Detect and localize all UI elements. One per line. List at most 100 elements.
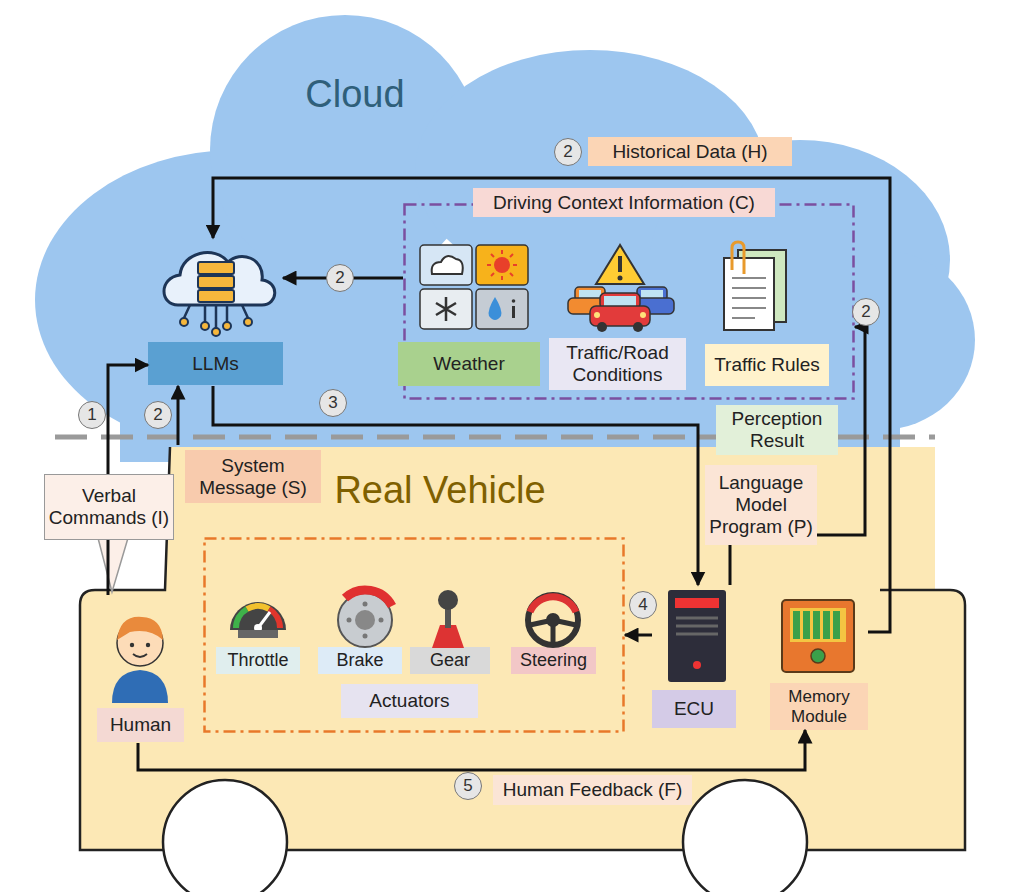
traffic-icon — [590, 306, 650, 326]
connector-arrow — [730, 327, 865, 585]
llm-server-icon — [164, 253, 275, 305]
cloud-shape — [120, 250, 900, 462]
throttle-gauge-icon — [236, 609, 247, 628]
ecu-computer-icon — [675, 598, 719, 608]
weather-icon — [420, 289, 472, 329]
weather-icon — [420, 245, 528, 329]
throttle-gauge-icon — [247, 606, 269, 609]
steering-wheel-icon — [546, 613, 560, 627]
llm-server-icon — [212, 328, 220, 336]
traffic-icon — [630, 298, 674, 314]
llm-server-icon — [223, 322, 231, 330]
gear-stick-icon — [445, 603, 451, 628]
human-icon — [112, 670, 168, 703]
human-icon — [117, 617, 163, 640]
ecu-computer-icon — [668, 590, 726, 682]
steering-wheel-icon — [530, 620, 576, 645]
gear-stick-icon — [432, 625, 464, 648]
node-label: Throttle — [216, 647, 300, 674]
edge-label: System Message (S) — [185, 450, 321, 503]
memory-module-icon — [833, 611, 840, 639]
memory-module-icon — [813, 611, 820, 639]
gear-stick-icon — [432, 590, 464, 648]
node-label: Real Vehicle — [310, 466, 570, 516]
node-label: Actuators — [341, 684, 478, 718]
edge-label: Language Model Program (P) — [705, 465, 817, 545]
node-label: Steering — [511, 647, 596, 674]
weather-icon — [432, 256, 463, 274]
node-label: Memory Module — [770, 683, 868, 730]
vehicle-wheel — [163, 780, 287, 892]
steering-node: Steering — [511, 592, 596, 674]
human-icon — [133, 654, 147, 657]
connector-arrow — [138, 730, 805, 770]
ecu-computer-icon — [668, 590, 726, 682]
node-label: Human — [97, 708, 184, 742]
node-label: Traffic Rules — [705, 344, 829, 386]
throttle-gauge-icon — [258, 612, 270, 628]
traffic-icon — [594, 312, 600, 318]
node-label: Cloud — [290, 70, 420, 120]
brake-disc-icon — [338, 590, 392, 647]
throttle-node: Throttle — [216, 592, 300, 674]
edge-label: Perception Result — [716, 405, 838, 455]
human-icon — [146, 643, 150, 647]
steering-wheel-icon — [528, 595, 578, 645]
traffic-icon — [641, 290, 663, 298]
llm-server-icon — [198, 276, 234, 288]
gear-node: Gear — [410, 590, 490, 674]
connector-arrow — [625, 634, 652, 637]
traffic-rules-icon — [732, 242, 744, 274]
traffic-icon — [640, 312, 646, 318]
edge-label: Human Feedback (F) — [493, 775, 692, 805]
actuator-group: ActuatorsThrottleBrakeGearSteering — [203, 537, 625, 733]
brake-disc-icon — [338, 593, 392, 647]
steering-wheel-icon — [528, 595, 578, 645]
speech-bubble-tail — [98, 538, 128, 592]
callout-number: 2 — [554, 138, 582, 166]
traffic-icon — [604, 296, 636, 306]
human-icon — [117, 620, 163, 666]
traffic-node: Traffic/Road Conditions — [549, 238, 686, 390]
weather-icon — [476, 289, 528, 329]
callout-number: 4 — [629, 591, 657, 619]
memory-module-icon — [782, 600, 854, 672]
callout-number: 5 — [454, 772, 482, 800]
memory-module-icon — [782, 600, 854, 672]
brake-disc-icon — [363, 634, 368, 639]
steering-wheel-icon — [530, 597, 576, 612]
connector-arrow — [213, 178, 890, 632]
traffic-icon — [568, 245, 674, 332]
cloud-region: CloudLLMsDriving Context Information (C)… — [30, 10, 975, 465]
throttle-gauge-icon — [230, 602, 286, 638]
brake-disc-icon — [379, 618, 384, 623]
rules-node: Traffic Rules — [705, 238, 829, 386]
memory-node: Memory Module — [770, 595, 868, 730]
memory-module-icon — [803, 611, 810, 639]
vehicle-wheel — [683, 780, 807, 892]
memory-module-icon — [811, 649, 825, 663]
callout-number: 2 — [326, 264, 354, 292]
throttle-gauge-icon — [238, 630, 278, 638]
callout-number: 2 — [144, 401, 172, 429]
human-icon — [112, 617, 168, 703]
ecu-computer-icon — [676, 618, 718, 634]
brake-disc-icon — [363, 602, 368, 607]
traffic-rules-icon — [724, 258, 774, 330]
connector-arrow — [177, 386, 180, 445]
weather-icon — [512, 306, 515, 318]
brake-disc-icon — [347, 618, 352, 623]
human-icon — [130, 643, 134, 647]
edge-label: Historical Data (H) — [588, 137, 792, 166]
callout-number: 3 — [319, 389, 347, 417]
traffic-rules-icon — [738, 250, 786, 322]
traffic-icon — [618, 256, 622, 272]
weather-icon — [420, 245, 472, 285]
traffic-icon — [597, 322, 607, 332]
memory-module-icon — [793, 611, 800, 639]
weather-icon — [512, 299, 516, 303]
weather-icon — [476, 245, 528, 285]
traffic-icon — [575, 287, 605, 301]
weather-icon — [436, 297, 456, 321]
